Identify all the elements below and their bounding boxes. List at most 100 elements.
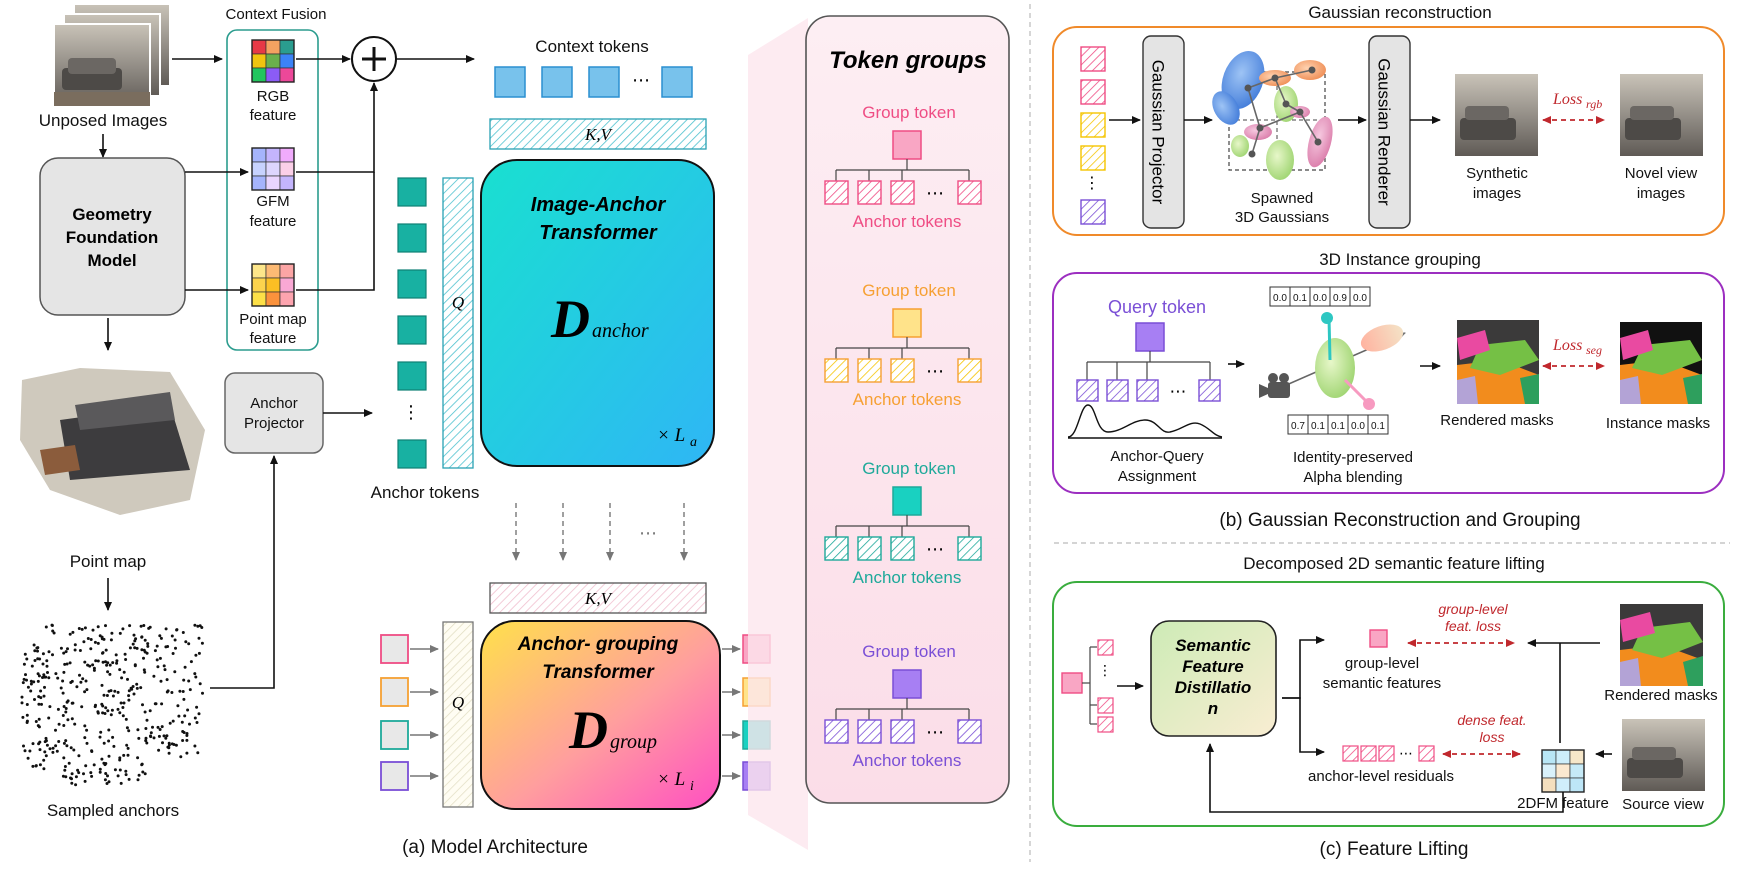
anchor-point [193, 623, 197, 627]
anchor-token [397, 361, 427, 391]
anchor-point [37, 674, 41, 678]
bottom-prob-value: 0.0 [1351, 421, 1365, 432]
anchor-level-label: anchor-level residuals [1308, 768, 1454, 785]
anchor-point [185, 751, 189, 755]
anchor-projector-box [224, 372, 324, 454]
anchor-point [179, 755, 183, 759]
anchor-point [112, 744, 116, 748]
anchor-point [44, 675, 48, 679]
gfm-feature-label-2: feature [250, 213, 297, 230]
gaussian-renderer-label: Gaussian Renderer [1375, 58, 1394, 206]
anchor-point [29, 679, 33, 683]
anchor-point [109, 689, 113, 693]
anchor-point [162, 664, 166, 668]
recon-token [1080, 79, 1106, 105]
feature-cell [251, 161, 267, 177]
feature-cell [1541, 777, 1557, 793]
anchor-point [116, 707, 120, 711]
anchor-point [185, 734, 189, 737]
anchor-point [28, 749, 32, 753]
pointmap-feature-grid [251, 263, 295, 307]
anchor-point [74, 775, 78, 779]
anchor-point [81, 677, 85, 681]
anchor-point [143, 772, 147, 776]
anchor-point [107, 739, 111, 743]
query-token [1135, 322, 1165, 352]
group-token [892, 308, 922, 338]
anchor-point [104, 660, 107, 664]
anchor-point [80, 627, 84, 631]
feature-cell [279, 175, 295, 191]
anchor-point [89, 647, 93, 651]
anchor-point [177, 714, 181, 718]
recon-token [1080, 145, 1106, 171]
anchor-point [181, 730, 185, 733]
anchor-point [120, 676, 124, 680]
anchor-point [195, 705, 199, 709]
feature-cell [279, 263, 295, 279]
novel-label-2: images [1637, 185, 1685, 202]
anchor-point [158, 728, 162, 731]
feature-cell [265, 277, 281, 293]
anchor-point [55, 749, 59, 753]
anchor-point [162, 734, 166, 738]
anchor-point [182, 697, 186, 701]
anchor-point [51, 653, 54, 657]
anchor-point [37, 695, 41, 699]
anchor-point [126, 753, 130, 757]
anchor-point [129, 686, 133, 690]
anchor-point [121, 714, 125, 718]
anchor-point [75, 685, 79, 689]
anchor-point [149, 734, 152, 738]
anchor-point [50, 624, 54, 627]
anchor-point [145, 718, 149, 722]
d-anchor-subscript: anchor [592, 320, 649, 342]
anchor-point [201, 691, 204, 695]
anchor-point [88, 664, 92, 668]
bottom-prob-value: 0.1 [1371, 421, 1385, 432]
top-prob-cell [1349, 286, 1371, 307]
anchor-point [193, 716, 197, 720]
anchor-tokens-caption: Anchor tokens [371, 483, 480, 502]
anchor-point [122, 753, 126, 757]
kv-bar-group [489, 582, 707, 614]
anchor-point [100, 702, 104, 706]
anchor-point [51, 750, 55, 754]
group-anchor-token [824, 180, 849, 205]
geometry-label-2: Foundation [66, 228, 159, 247]
anchor-point [20, 695, 24, 699]
feature-cell [279, 277, 295, 293]
anchor-point [101, 711, 105, 715]
anchor-token-column [397, 177, 427, 469]
lifting-anchor-tokens [1097, 639, 1114, 733]
anchor-point [153, 649, 157, 653]
anchor-point [159, 679, 163, 683]
anchor-point [124, 658, 128, 661]
token-groups-fan [748, 18, 808, 850]
anchor-point [189, 660, 193, 664]
group-token-label: Group token [862, 103, 956, 122]
anchor-point [197, 712, 201, 716]
anchor-point [30, 664, 34, 668]
feature-cell [265, 39, 281, 55]
group-anchor-token [824, 358, 849, 383]
anchor-point [77, 627, 81, 630]
anchor-point [140, 648, 144, 652]
semantic-distillation-box [1150, 620, 1277, 737]
anchor-point [66, 647, 69, 651]
anchor-token [397, 315, 427, 345]
feature-cell [265, 147, 281, 163]
anchor-point [77, 754, 81, 758]
anchor-tokens-label: Anchor tokens [853, 751, 962, 770]
anchor-point [101, 660, 105, 664]
anchor-point [41, 676, 44, 679]
anchor-token [397, 223, 427, 253]
anchor-point [73, 648, 77, 652]
anchor-point [146, 644, 150, 648]
anchor-point [104, 648, 108, 652]
anchor-point [123, 652, 127, 656]
anchor-point [167, 751, 171, 755]
anchor-point [92, 668, 96, 672]
group-token [892, 669, 922, 699]
anchor-point [152, 736, 156, 740]
